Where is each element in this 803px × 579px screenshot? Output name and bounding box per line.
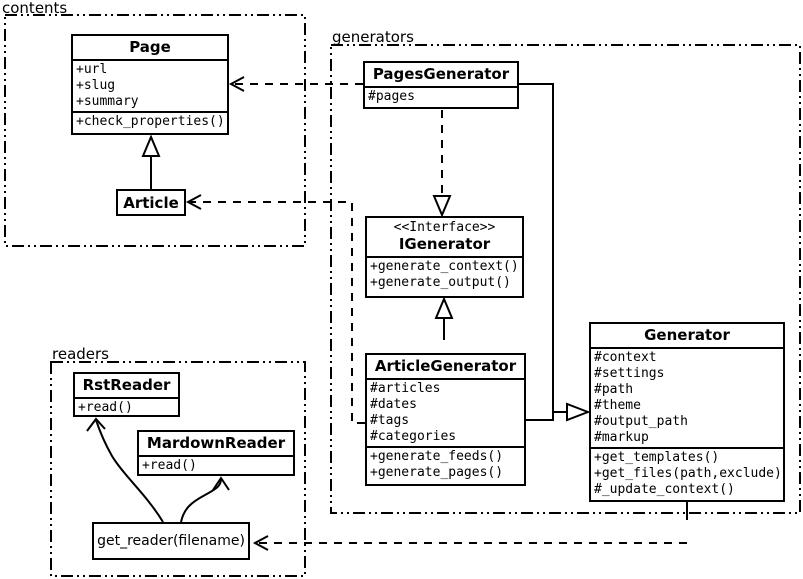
attribute: #categories — [370, 429, 457, 444]
hollow-triangle-icon — [434, 296, 454, 319]
class-title: ArticleGenerator — [374, 357, 517, 375]
attribute: +slug — [76, 78, 116, 93]
edge-pagesgenerator-to-generator — [519, 83, 567, 413]
attribute: #theme — [594, 398, 641, 413]
open-arrowhead-icon — [185, 194, 202, 210]
attribute: #settings — [594, 366, 665, 381]
class-attributes: #pages — [365, 86, 517, 106]
method: +get_files(path,exclude) — [594, 466, 782, 481]
class-igenerator: <<Interface>> IGenerator +generate_conte… — [365, 216, 524, 298]
class-title-text: IGenerator — [398, 235, 491, 253]
open-arrowhead-icon — [86, 417, 106, 432]
attribute: #markup — [594, 430, 649, 445]
method: +generate_context() — [370, 259, 519, 274]
hollow-triangle-icon — [432, 195, 452, 218]
contents-package-border — [4, 14, 306, 247]
generators-package-border — [330, 44, 801, 514]
class-stereotype: <<Interface>> — [393, 220, 496, 235]
attribute: #tags — [370, 413, 410, 428]
package-label-contents: contents — [2, 0, 68, 17]
edge-getreader-to-rstreader — [95, 419, 164, 523]
class-methods: +generate_context() +generate_output() — [367, 256, 522, 292]
attribute: #context — [594, 350, 657, 365]
attribute: #dates — [370, 397, 417, 412]
attribute: #path — [594, 382, 634, 397]
method: +read() — [78, 400, 133, 415]
class-title: PagesGenerator — [372, 65, 510, 83]
class-title: Article — [123, 193, 179, 212]
class-page: Page +url +slug +summary +check_properti… — [71, 34, 229, 135]
class-title: Generator — [644, 326, 730, 344]
package-label-generators: generators — [332, 28, 414, 46]
class-title: MardownReader — [146, 434, 286, 452]
class-methods: +read() — [139, 455, 293, 475]
method: +get_templates() — [594, 450, 720, 465]
attribute: #articles — [370, 381, 441, 396]
edge-articlegenerator-to-article — [190, 201, 365, 424]
attribute: +url — [76, 62, 108, 77]
class-title: Page — [129, 38, 171, 56]
class-attributes: #context #settings #path #theme #output_… — [591, 347, 783, 447]
hollow-triangle-icon — [566, 402, 591, 422]
method: +check_properties() — [76, 114, 225, 129]
class-methods: +generate_feeds() +generate_pages() — [367, 446, 524, 482]
function-label: get_reader(filename) — [97, 533, 245, 549]
method: #_update_context() — [594, 482, 735, 497]
class-mardownreader: MardownReader +read() — [137, 430, 295, 476]
class-attributes: #articles #dates #tags #categories — [367, 378, 524, 446]
class-rstreader: RstReader +read() — [73, 372, 180, 417]
class-title: <<Interface>> IGenerator — [367, 218, 522, 256]
class-methods: +read() — [75, 397, 178, 417]
class-articlegenerator: ArticleGenerator #articles #dates #tags … — [365, 353, 526, 486]
open-arrowhead-icon — [212, 476, 230, 491]
readers-package-border — [50, 361, 306, 577]
class-article: Article — [116, 189, 186, 216]
method: +generate_output() — [370, 275, 511, 290]
class-methods: +get_templates() +get_files(path,exclude… — [591, 447, 783, 499]
edge-articlegenerator-to-generator — [526, 412, 554, 421]
attribute: #pages — [368, 89, 415, 104]
open-arrowhead-icon — [228, 76, 245, 92]
attribute: +summary — [76, 94, 139, 109]
hollow-triangle-icon — [141, 134, 161, 157]
class-title: RstReader — [82, 376, 171, 394]
attribute: #output_path — [594, 414, 688, 429]
package-label-readers: readers — [52, 345, 109, 363]
class-methods: +check_properties() — [73, 111, 227, 131]
method: +read() — [142, 458, 197, 473]
method: +generate_feeds() — [370, 449, 504, 464]
method: +generate_pages() — [370, 465, 504, 480]
edge-getreader-to-mardownreader — [180, 478, 222, 523]
class-pagesgenerator: PagesGenerator #pages — [363, 61, 519, 109]
open-arrowhead-icon — [252, 535, 269, 551]
class-generator: Generator #context #settings #path #them… — [589, 322, 785, 502]
class-attributes: +url +slug +summary — [73, 59, 227, 111]
function-get-reader: get_reader(filename) — [92, 522, 250, 560]
